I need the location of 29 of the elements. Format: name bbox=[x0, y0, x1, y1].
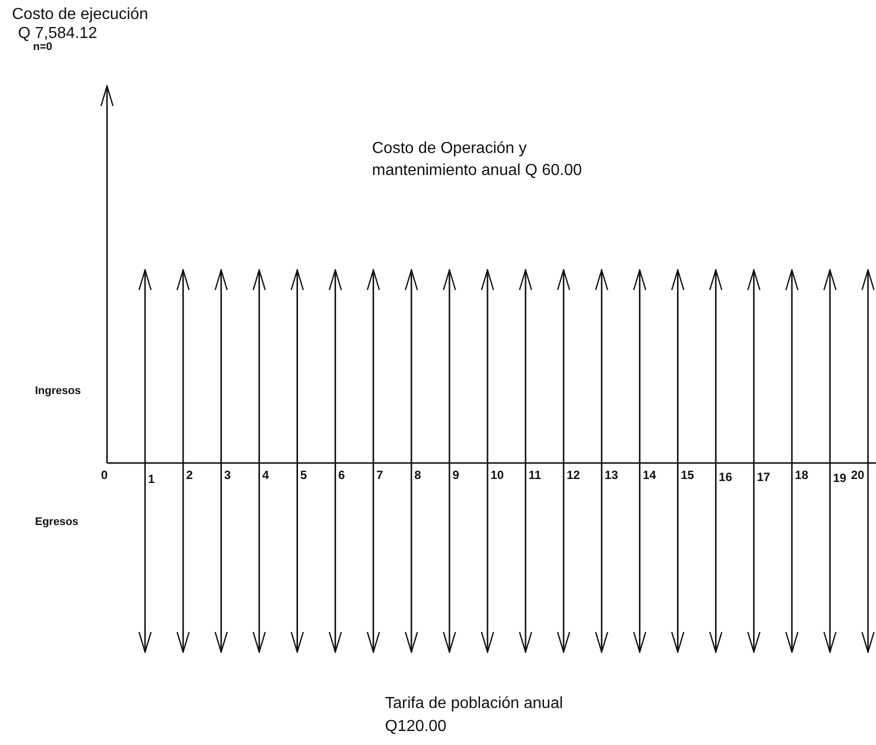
tick-label: 4 bbox=[262, 468, 269, 482]
tick-label: 19 bbox=[832, 471, 846, 485]
tick-label: 3 bbox=[224, 468, 231, 482]
tick-label: 1 bbox=[148, 472, 155, 486]
cost-label: Costo de Operación y mantenimiento anual Q 60.00 bbox=[372, 139, 583, 181]
tick-label: 18 bbox=[794, 468, 808, 482]
axis-label: Egresos bbox=[35, 516, 78, 529]
tick-label: 5 bbox=[300, 468, 307, 482]
tick-label: 0 bbox=[101, 468, 108, 482]
tick-label: 17 bbox=[756, 470, 770, 484]
tick-label: 11 bbox=[528, 468, 542, 482]
period-label: n=0 bbox=[33, 41, 52, 54]
amount-label: Q120.00 bbox=[385, 717, 446, 736]
cost-label: Costo de ejecución bbox=[12, 5, 148, 24]
tick-label: 9 bbox=[452, 468, 460, 482]
tick-label: 10 bbox=[490, 468, 504, 482]
amount-label: Q 7,584.12 bbox=[18, 24, 98, 42]
fare-label: Tarifa de población anual bbox=[385, 694, 563, 713]
tick-label: 13 bbox=[604, 468, 618, 482]
tick-label: 14 bbox=[642, 468, 656, 482]
tick-label: 2 bbox=[186, 468, 193, 482]
tick-label: 12 bbox=[566, 468, 580, 482]
tick-label: 16 bbox=[718, 470, 732, 484]
tick-label: 15 bbox=[680, 468, 694, 482]
tick-label: 20 bbox=[851, 468, 864, 482]
axis-label: Ingresos bbox=[35, 385, 81, 398]
tick-label: 8 bbox=[414, 468, 422, 482]
tick-label: 7 bbox=[376, 468, 384, 482]
tick-label: 6 bbox=[338, 468, 345, 482]
